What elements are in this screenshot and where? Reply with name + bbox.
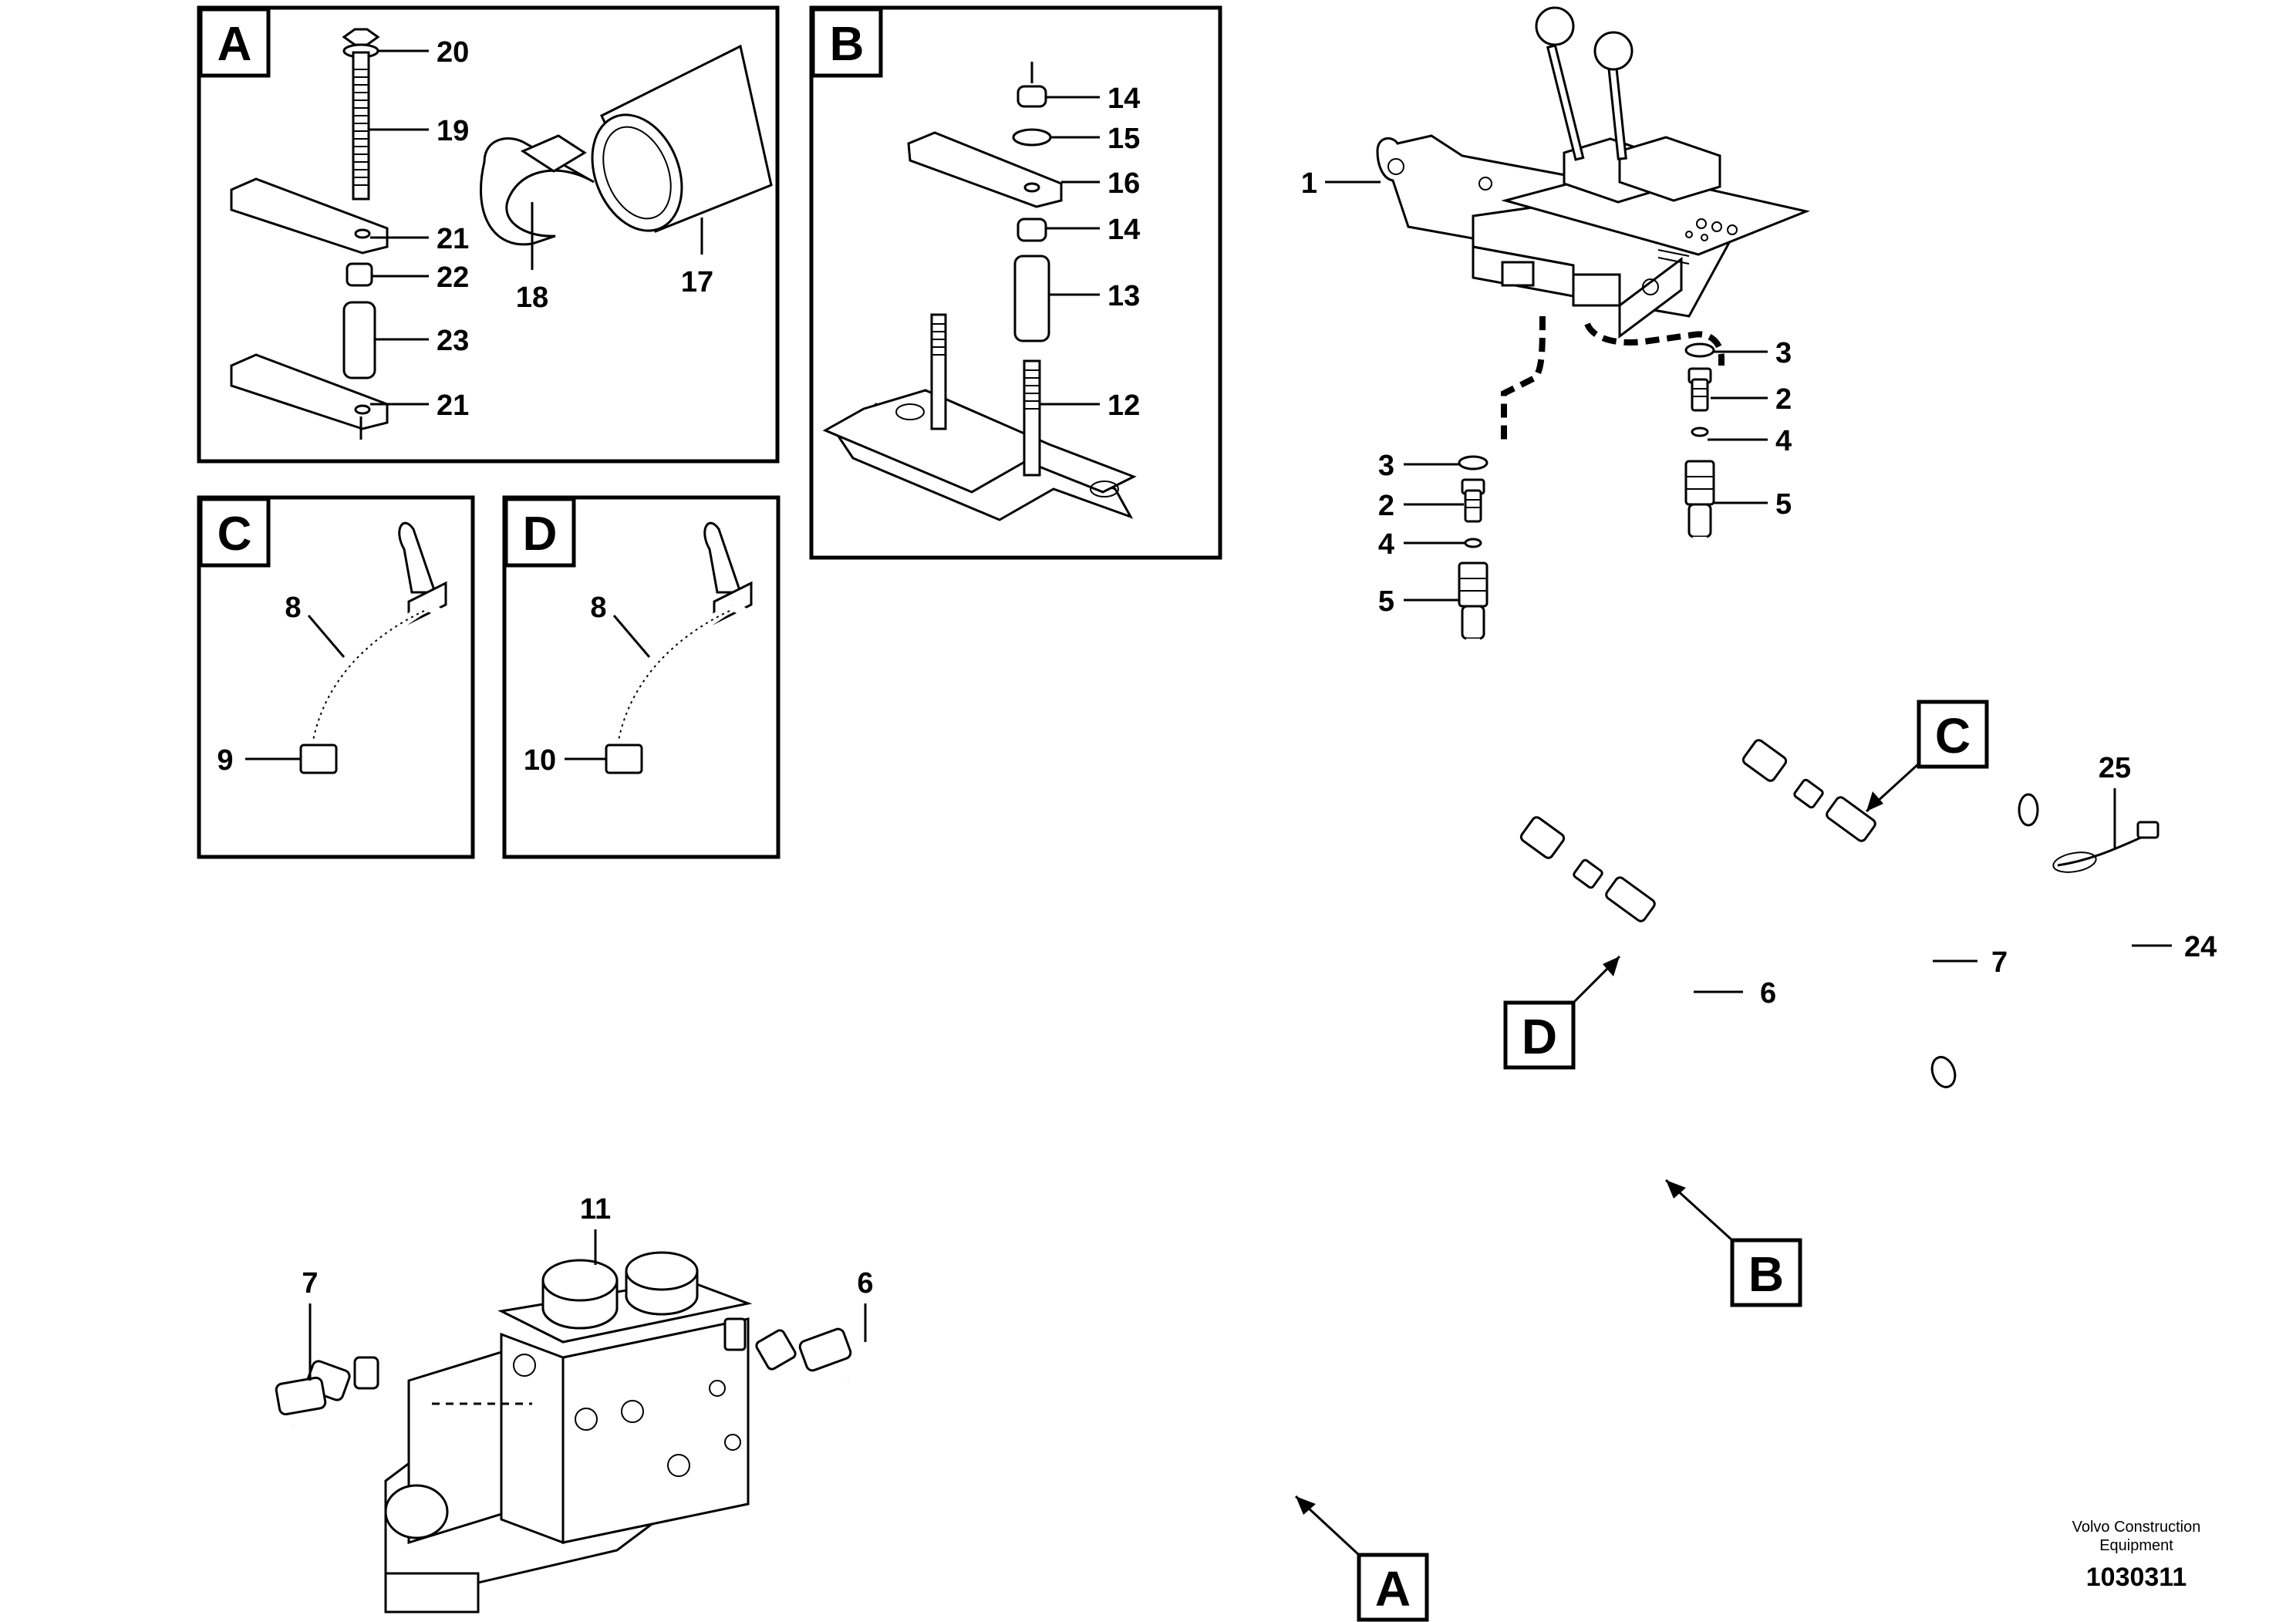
base-plate-part-12	[822, 313, 1137, 521]
hose-part-7	[202, 537, 1944, 1604]
label-15: 15	[1108, 123, 1140, 155]
inset-a: A	[197, 5, 780, 464]
label-4a: 4	[1378, 528, 1394, 561]
inset-d: D 8 10	[502, 495, 781, 859]
hose-break-marks	[1155, 555, 1703, 1502]
cable-tie-part-8-d	[605, 521, 775, 824]
label-12: 12	[1108, 389, 1140, 422]
brand-line-1: Volvo Construction	[2072, 1519, 2201, 1536]
brand-line-2: Equipment	[2099, 1537, 2173, 1554]
label-21-lower: 21	[437, 389, 469, 422]
nut-part-14-lower	[1017, 218, 1047, 242]
label-18: 18	[516, 282, 548, 314]
label-2b: 2	[1775, 383, 1792, 416]
label-1: 1	[1301, 167, 1317, 200]
label-9: 9	[217, 744, 233, 777]
dashed-line-right	[1584, 322, 1725, 366]
main-valve-part-11	[275, 1251, 852, 1614]
fitting-stack-right	[1684, 342, 1715, 538]
buckle-part-10	[605, 744, 643, 774]
dashed-line-left	[1501, 315, 1546, 440]
label-6a: 6	[1760, 977, 1776, 1010]
label-6b: 6	[857, 1267, 873, 1300]
label-20: 20	[437, 36, 469, 69]
control-valve-part-1	[1376, 6, 1811, 339]
inset-a-letter-box	[198, 7, 271, 78]
label-7b: 7	[302, 1267, 318, 1300]
label-3a: 3	[1378, 450, 1394, 482]
label-8-d: 8	[590, 592, 606, 624]
hose-part-24	[1930, 793, 2134, 1088]
inset-c-letter: C	[217, 508, 252, 561]
nut-part-14-upper	[1017, 85, 1047, 108]
inset-d-letter: D	[523, 508, 558, 561]
washer-part-15	[1012, 128, 1052, 147]
inset-c: C 8 9	[197, 495, 475, 859]
inset-d-letter-box	[504, 497, 576, 568]
label-13: 13	[1108, 280, 1140, 312]
buckle-part-9	[299, 744, 338, 774]
spacer-part-13	[1013, 255, 1050, 342]
tube-part-23	[342, 301, 376, 379]
callout-d-letter: D	[1522, 1009, 1557, 1064]
label-10: 10	[524, 744, 556, 777]
label-4b: 4	[1775, 425, 1792, 457]
bracket-part-16	[907, 131, 1063, 208]
leader-8-d	[612, 615, 651, 658]
callout-c: C	[1865, 700, 1989, 813]
label-23: 23	[437, 325, 469, 357]
pipe-part-17	[591, 44, 773, 233]
label-2a: 2	[1378, 490, 1394, 522]
callout-a-letter: A	[1375, 1561, 1411, 1617]
label-17: 17	[681, 266, 713, 298]
label-19: 19	[437, 115, 469, 147]
inset-b: B 14 15 16 14 13 12	[809, 5, 1222, 560]
label-7a: 7	[1991, 946, 2008, 979]
leader-8-c	[307, 615, 346, 658]
callout-b: B	[1664, 1179, 1802, 1307]
label-14-upper: 14	[1108, 83, 1140, 115]
label-16: 16	[1108, 167, 1140, 200]
inset-c-letter-box	[198, 497, 271, 568]
plate-part-21-lower	[230, 353, 389, 430]
clamp-part-18	[480, 134, 595, 246]
spacer-part-22	[346, 262, 373, 287]
fitting-stack-left	[1458, 455, 1489, 640]
cable-tie-part-8-c	[299, 521, 470, 824]
label-14-lower: 14	[1108, 214, 1140, 246]
inset-a-letter: A	[217, 18, 252, 71]
label-5b: 5	[1775, 488, 1792, 521]
label-25: 25	[2099, 752, 2131, 784]
label-8-c: 8	[285, 592, 301, 624]
cable-tie-part-25	[2052, 821, 2159, 873]
callout-a: A	[1294, 1495, 1429, 1622]
label-11: 11	[580, 1193, 611, 1226]
callout-c-letter: C	[1935, 708, 1971, 764]
callout-b-letter: B	[1748, 1246, 1784, 1302]
inset-b-letter-box	[811, 7, 883, 78]
label-3b: 3	[1775, 337, 1792, 369]
label-5a: 5	[1378, 585, 1394, 618]
label-22: 22	[437, 261, 469, 294]
plate-part-21-upper	[230, 177, 389, 255]
label-21-upper: 21	[437, 223, 469, 255]
label-24: 24	[2184, 931, 2217, 963]
inset-b-letter: B	[830, 18, 865, 71]
drawing-number: 1030311	[2086, 1563, 2187, 1592]
hose-part-6	[845, 639, 1703, 1429]
callout-d: D	[1503, 955, 1621, 1070]
